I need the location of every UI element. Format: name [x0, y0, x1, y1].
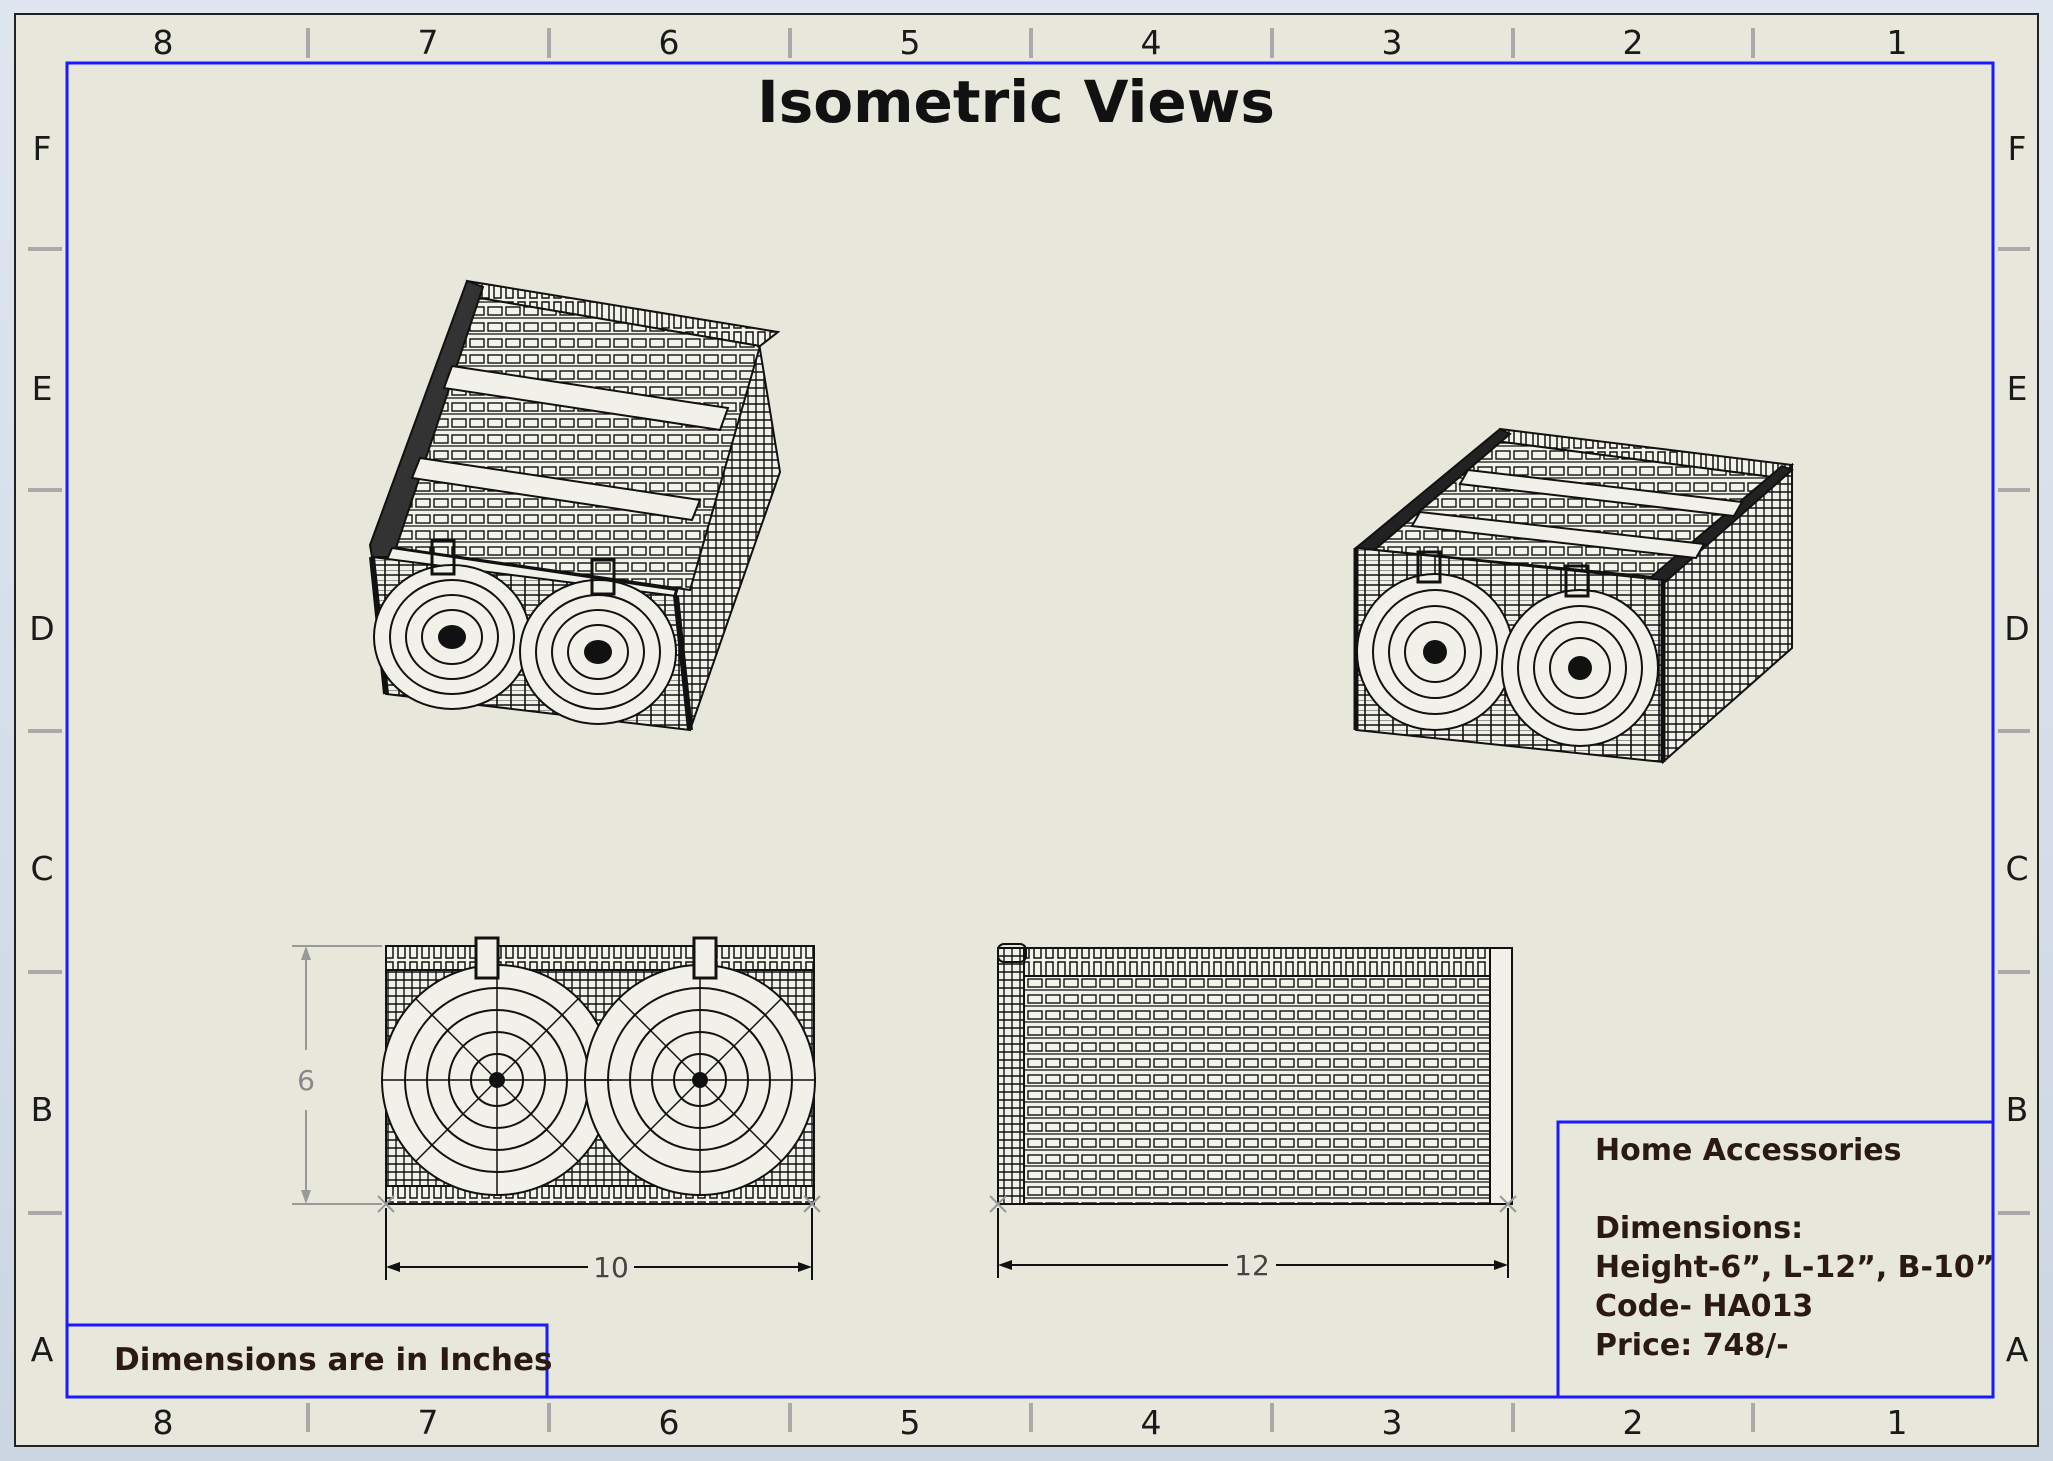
front-view	[381, 936, 816, 1205]
col-label: 7	[418, 1403, 439, 1442]
row-label: A	[31, 1330, 54, 1369]
row-label: F	[2008, 129, 2027, 168]
dimensions-label: Dimensions:	[1595, 1211, 1803, 1246]
col-label: 3	[1382, 23, 1403, 62]
col-label: 5	[900, 1403, 921, 1442]
front-height-dimension: 6	[297, 1064, 315, 1097]
row-labels-right: F E D C B A	[2004, 129, 2029, 1369]
row-label: D	[29, 609, 54, 648]
title-block: Home Accessories Dimensions: Height-6”, …	[1556, 1120, 1995, 1399]
column-labels-top: 8 7 6 5 4 3 2 1	[153, 23, 1908, 62]
row-label: E	[32, 369, 53, 408]
col-label: 2	[1623, 1403, 1644, 1442]
dimensions-note-box: Dimensions are in Inches	[65, 1323, 552, 1399]
row-label: B	[2006, 1090, 2029, 1129]
col-label: 7	[418, 23, 439, 62]
side-view	[997, 943, 1513, 1205]
side-length-dimension: 12	[1234, 1249, 1270, 1282]
col-label: 1	[1887, 1403, 1908, 1442]
col-label: 3	[1382, 1403, 1403, 1442]
column-labels-bottom: 8 7 6 5 4 3 2 1	[153, 1403, 1908, 1442]
row-label: F	[33, 129, 52, 168]
side-view-dimensions: 12	[989, 1195, 1517, 1282]
front-width-dimension: 10	[593, 1251, 629, 1284]
row-label: A	[2006, 1330, 2029, 1369]
col-label: 6	[659, 23, 680, 62]
col-label: 8	[153, 23, 174, 62]
isometric-view-left	[368, 279, 782, 732]
product-category: Home Accessories	[1595, 1133, 1902, 1168]
row-label: D	[2004, 609, 2029, 648]
front-view-dimensions: 6 10	[292, 945, 821, 1284]
sheet-title: Isometric Views	[757, 68, 1275, 136]
isometric-view-right	[1353, 427, 1795, 765]
sheet-paper	[14, 13, 2039, 1447]
row-label: C	[2005, 849, 2028, 888]
row-labels-left: F E D C B A	[29, 129, 54, 1369]
row-label: E	[2007, 369, 2028, 408]
col-label: 8	[153, 1403, 174, 1442]
row-label: B	[31, 1090, 54, 1129]
dimensions-value: Height-6”, L-12”, B-10”	[1595, 1250, 1994, 1285]
drawing-border	[65, 61, 1995, 1399]
col-label: 2	[1623, 23, 1644, 62]
col-label: 5	[900, 23, 921, 62]
row-label: C	[30, 849, 53, 888]
dimensions-note: Dimensions are in Inches	[114, 1342, 552, 1378]
col-label: 4	[1141, 23, 1162, 62]
col-label: 4	[1141, 1403, 1162, 1442]
col-label: 6	[659, 1403, 680, 1442]
col-label: 1	[1887, 23, 1908, 62]
product-price: Price: 748/-	[1595, 1328, 1789, 1363]
zone-ticks	[28, 28, 2030, 1432]
product-code: Code- HA013	[1595, 1289, 1813, 1324]
